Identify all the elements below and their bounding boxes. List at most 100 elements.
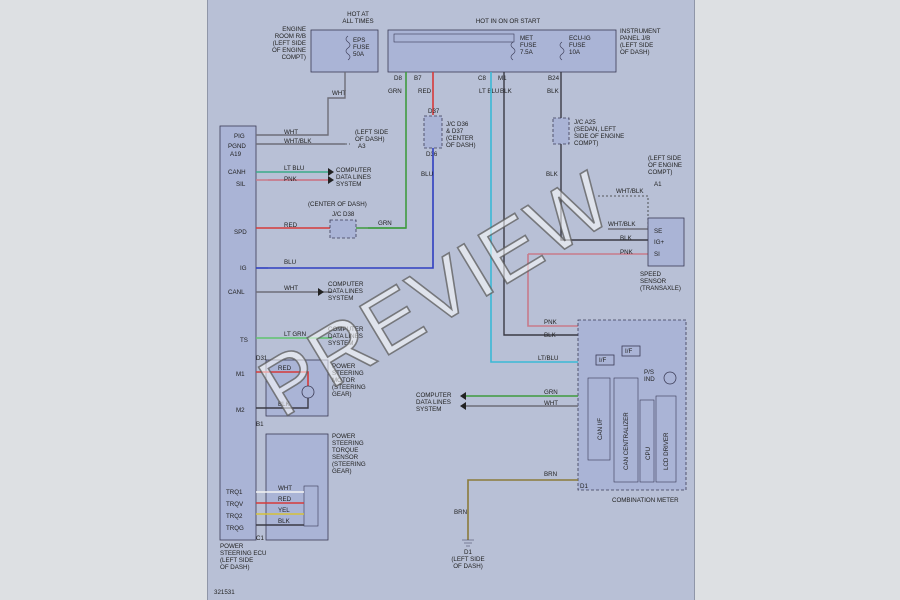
wire-label-wht-trq1: WHT — [278, 485, 292, 492]
wire-label-whtblk-a1: WHT/BLK — [616, 188, 644, 195]
jc-d38-label: J/C D38 — [332, 211, 355, 218]
wire-pig-pgnd-stubs — [256, 134, 268, 145]
wire-label-brn-meter: BRN — [544, 471, 557, 478]
ecu-pin-trqv: TRQV — [226, 501, 244, 508]
wire-label-ltblu-meter: LT/BLU — [538, 355, 559, 362]
conn-d8-label: D8 — [394, 75, 402, 82]
eps-fuse-symbol — [345, 35, 351, 61]
wire-m1-red — [256, 371, 309, 388]
wire-label-pnk-sil: PNK — [284, 176, 298, 183]
speed-pin-ig: IG+ — [654, 239, 665, 246]
motor-symbol — [301, 385, 315, 399]
wire-blk-speed-sensor — [560, 144, 648, 241]
wire-label-blk-top2: BLK — [547, 88, 560, 95]
wire-pig-wht — [268, 72, 346, 136]
wire-label-whtblk-speed: WHT/BLK — [608, 221, 636, 228]
wire-label-wht-top: WHT — [332, 90, 346, 97]
met-fuse-symbol — [510, 41, 516, 61]
ecu-pin-ts: TS — [240, 337, 248, 344]
jc-d38 — [329, 219, 357, 239]
arrow-canl — [318, 288, 324, 296]
wire-label-grn-top: GRN — [388, 88, 402, 95]
wire-label-blu-ig: BLU — [284, 259, 296, 266]
wire-label-whtblk-pgnd: WHT/BLK — [284, 138, 312, 145]
wire-label-ltblu-top: LT BLU — [479, 88, 499, 95]
jc-d38-title: (CENTER OF DASH) — [308, 201, 367, 208]
meter-can-if-label: CAN I/F — [597, 418, 604, 440]
meter-if-1 — [595, 354, 615, 366]
conn-d31-label: D31 — [256, 355, 268, 362]
diagram-id: 321531 — [214, 589, 235, 596]
ecu-pin-trq1: TRQ1 — [226, 489, 243, 496]
ground-symbol — [462, 539, 474, 547]
wire-label-blk-trqg: BLK — [278, 518, 291, 525]
conn-b7-label: B7 — [414, 75, 422, 82]
speed-sensor-box — [647, 217, 685, 267]
jc-a25 — [552, 117, 570, 145]
wire-pnk-meter — [527, 254, 578, 327]
conn-c1-label: C1 — [256, 535, 264, 542]
wire-blk-meter — [503, 72, 578, 336]
wire-label-blk-speed: BLK — [620, 235, 633, 242]
ecu-pin-trq2: TRQ2 — [226, 513, 243, 520]
ecu-pin-m2: M2 — [236, 407, 245, 414]
ecu-pin-canl: CANL — [228, 289, 245, 296]
conn-a19-label: A19 — [230, 151, 242, 158]
speed-pin-si: SI — [654, 251, 660, 258]
wire-label-blk-meter: BLK — [544, 332, 557, 339]
conn-c8-label: C8 — [478, 75, 486, 82]
wire-m2-blk — [256, 396, 309, 409]
conn-d1-label: D1 — [580, 483, 588, 490]
ecu-pin-pgnd: PGND — [228, 143, 246, 150]
torque-sensor-box — [265, 433, 329, 541]
wire-label-grn-meter: GRN — [544, 389, 558, 396]
meter-can-centralizer-label: CAN CENTRALIZER — [623, 412, 630, 470]
conn-d36-label: D36 — [426, 151, 438, 158]
ecu-pin-pig: PIG — [234, 133, 245, 140]
power-steering-ecu-box — [219, 125, 257, 541]
wire-label-pnk-meter: PNK — [544, 319, 558, 326]
engine-room-rb-box — [310, 29, 379, 73]
ecu-ig-fuse-symbol — [559, 41, 565, 61]
wire-grn-spd — [368, 72, 407, 229]
wire-label-ltblu-canh: LT BLU — [284, 165, 304, 172]
meter-if-2 — [621, 345, 641, 357]
wire-label-pnk-speed: PNK — [620, 249, 634, 256]
meter-can-centralizer — [613, 377, 639, 483]
wire-label-wht-meter: WHT — [544, 400, 558, 407]
instrument-panel-jb-box — [387, 29, 617, 73]
wire-label-blk-top: BLK — [500, 88, 513, 95]
wire-brn-ground — [467, 479, 578, 540]
wire-label-wht-pig: WHT — [284, 129, 298, 136]
combination-meter-label: COMBINATION METER — [612, 497, 679, 504]
wire-label-wht-canl: WHT — [284, 285, 298, 292]
wire-label-red-m1: RED — [278, 365, 292, 372]
torque-sensor-element — [303, 485, 319, 527]
wire-label-blk-m2: BLK — [278, 401, 291, 408]
meter-if-1-label: I/F — [599, 357, 606, 364]
speed-pin-se: SE — [654, 228, 662, 235]
wire-label-ltgrn-ts: LT GRN — [284, 331, 306, 338]
arrow-canh-sil — [328, 168, 334, 184]
meter-lcd-driver-label: LCD DRIVER — [663, 432, 670, 470]
wire-ltblu-meter — [490, 72, 578, 363]
conn-m1-label: M1 — [498, 75, 507, 82]
jc-d36-d37 — [423, 115, 443, 149]
